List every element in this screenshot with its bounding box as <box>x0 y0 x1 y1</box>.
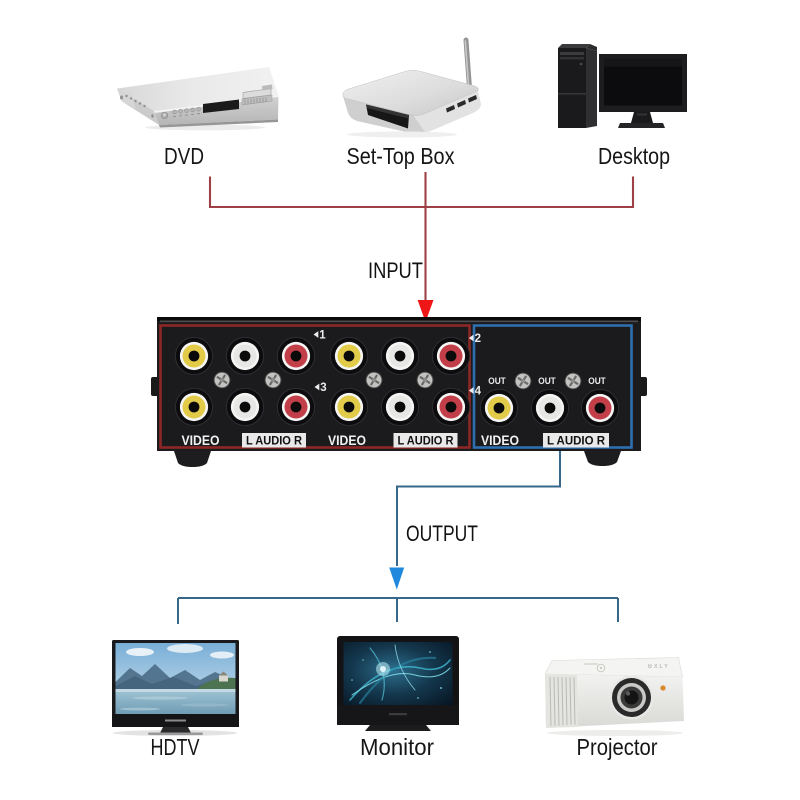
svg-text:Set-Top Box: Set-Top Box <box>347 143 455 169</box>
svg-text:1: 1 <box>319 330 326 342</box>
svg-text:INPUT: INPUT <box>368 258 423 283</box>
svg-text:L AUDIO R: L AUDIO R <box>246 436 303 448</box>
svg-text:OUT: OUT <box>588 376 606 386</box>
svg-text:DVD: DVD <box>164 143 204 169</box>
svg-text:OUTPUT: OUTPUT <box>406 521 478 546</box>
svg-text:Monitor: Monitor <box>360 734 434 760</box>
svg-text:OUT: OUT <box>488 376 506 386</box>
svg-text:2: 2 <box>475 333 481 345</box>
svg-text:OUT: OUT <box>538 376 556 386</box>
svg-text:Projector: Projector <box>577 734 658 760</box>
svg-text:L AUDIO R: L AUDIO R <box>398 436 455 448</box>
svg-text:L AUDIO R: L AUDIO R <box>547 436 606 448</box>
svg-text:VIDEO: VIDEO <box>182 432 220 448</box>
svg-text:HDTV: HDTV <box>151 734 200 760</box>
svg-text:VIDEO: VIDEO <box>481 432 519 448</box>
svg-text:4: 4 <box>475 386 482 398</box>
svg-text:3: 3 <box>320 382 326 394</box>
svg-text:VIDEO: VIDEO <box>328 432 366 448</box>
svg-text:Desktop: Desktop <box>598 143 670 169</box>
